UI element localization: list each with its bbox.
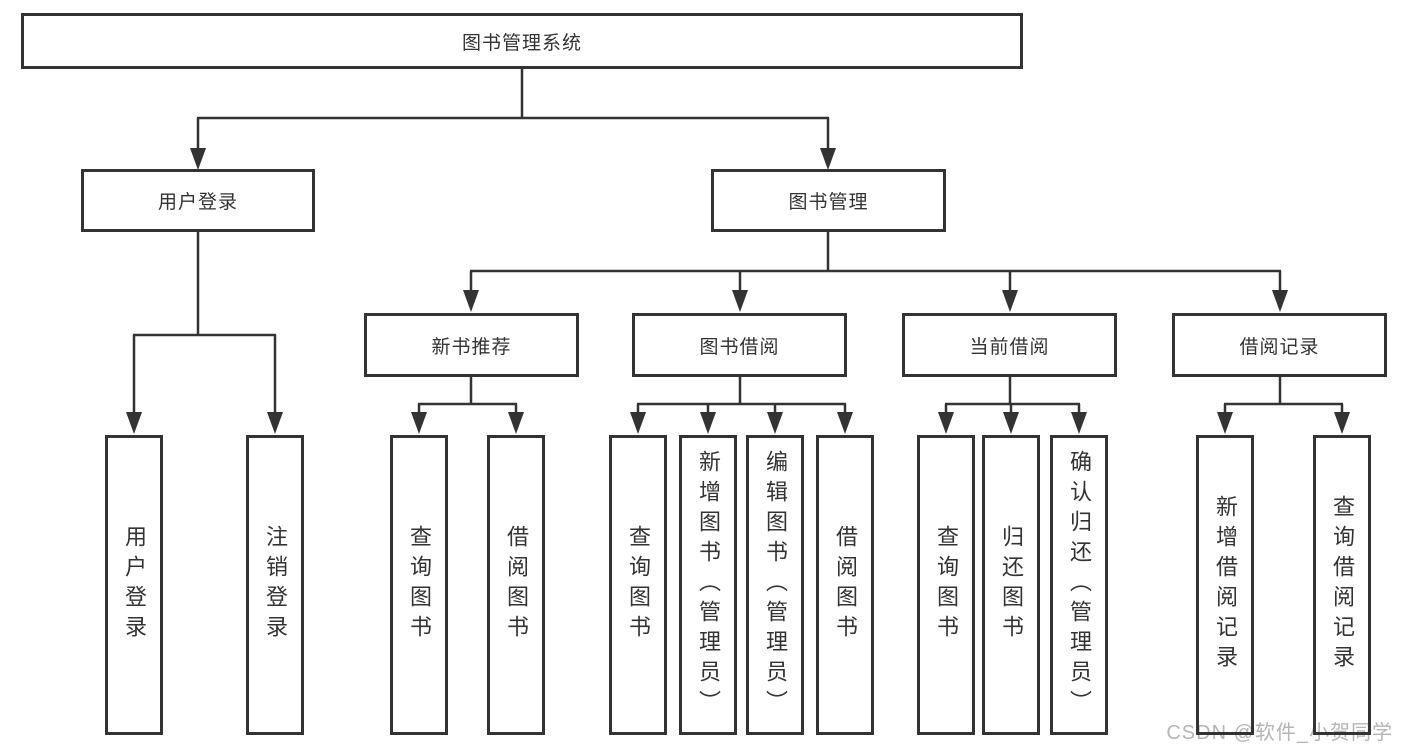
leaf-return-books: 归还图书 [982,435,1040,735]
node-new-book-recommendation: 新书推荐 [364,313,579,377]
leaf-add-books-admin: 新增图书（管理员） [679,435,737,735]
leaf-user-login-label: 用户登录 [122,525,147,645]
leaf-confirm-return-admin-label: 确认归还（管理员） [1067,450,1092,720]
node-current-borrowing: 当前借阅 [902,313,1117,377]
arrowheads [126,148,1350,434]
leaf-query-books-borrowing-label: 查询图书 [626,525,651,645]
node-book-borrowing-label: 图书借阅 [699,336,780,358]
leaf-edit-books-admin: 编辑图书（管理员） [746,435,804,735]
node-borrowing-records: 借阅记录 [1172,313,1387,377]
node-root: 图书管理系统 [21,13,1023,69]
leaf-borrow-books-borrowing: 借阅图书 [816,435,874,735]
leaf-borrow-books-borrowing-label: 借阅图书 [833,525,858,645]
node-borrowing-records-label: 借阅记录 [1239,336,1320,358]
leaf-borrow-books-recommend: 借阅图书 [487,435,545,735]
leaf-user-login: 用户登录 [105,435,163,735]
leaf-add-borrowing-record-label: 新增借阅记录 [1213,495,1238,675]
leaf-query-books-recommend-label: 查询图书 [407,525,432,645]
leaf-query-borrowing-record: 查询借阅记录 [1313,435,1371,735]
leaf-borrow-books-recommend-label: 借阅图书 [504,525,529,645]
leaf-logout: 注销登录 [246,435,304,735]
node-user-login: 用户登录 [81,169,315,232]
node-current-borrowing-label: 当前借阅 [969,336,1050,358]
leaf-logout-label: 注销登录 [263,525,288,645]
csdn-watermark: CSDN @软件_小贺同学 [1166,722,1393,744]
leaf-add-borrowing-record: 新增借阅记录 [1196,435,1254,735]
leaf-query-books-borrowing: 查询图书 [609,435,667,735]
leaf-edit-books-admin-label: 编辑图书（管理员） [763,450,788,720]
leaf-confirm-return-admin: 确认归还（管理员） [1050,435,1108,735]
node-book-borrowing: 图书借阅 [632,313,847,377]
leaf-query-books-current-label: 查询图书 [934,525,959,645]
leaf-query-books-recommend: 查询图书 [390,435,448,735]
node-user-login-label: 用户登录 [157,192,238,213]
node-book-management: 图书管理 [711,169,946,232]
leaf-query-books-current: 查询图书 [917,435,975,735]
node-book-management-label: 图书管理 [788,192,869,213]
node-new-book-recommendation-label: 新书推荐 [431,336,512,358]
leaf-add-books-admin-label: 新增图书（管理员） [696,450,721,720]
leaf-return-books-label: 归还图书 [999,525,1024,645]
leaf-query-borrowing-record-label: 查询借阅记录 [1330,495,1355,675]
node-root-label: 图书管理系统 [461,32,582,54]
